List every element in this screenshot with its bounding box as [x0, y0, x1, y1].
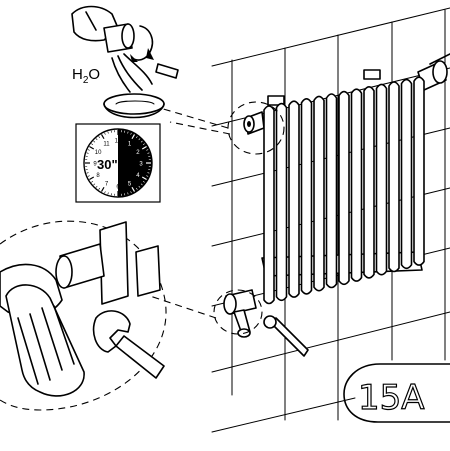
radiator-tube — [414, 77, 424, 265]
radiator-icon — [244, 54, 450, 304]
timer-dial-number: 12 — [115, 139, 122, 145]
radiator-tube — [389, 82, 399, 272]
bleed-detail: H2O — [72, 7, 178, 118]
water-label-o: O — [88, 66, 100, 83]
radiator-tube — [277, 104, 287, 301]
radiator-tube — [327, 94, 337, 288]
bleed-valve-icon — [244, 112, 264, 134]
radiator-tube — [289, 101, 299, 297]
radiator-lower-valve — [224, 290, 256, 337]
valve-detail — [0, 222, 164, 396]
radiator-tube — [314, 96, 324, 290]
radiator-tube — [352, 89, 362, 281]
timer-dial-number: 10 — [95, 150, 102, 156]
wrench-icon — [94, 311, 164, 378]
step-badge: 15A — [344, 364, 450, 422]
radiator-tube — [364, 87, 374, 278]
timer-dial-number: 11 — [103, 142, 110, 148]
radiator-tube — [402, 80, 412, 269]
step-label: 15A — [358, 378, 425, 418]
water-label-h: H — [72, 66, 83, 83]
water-label: H2O — [72, 66, 100, 86]
timer-label: 30" — [97, 157, 118, 172]
small-wrench-icon — [264, 316, 308, 356]
radiator-tube — [302, 99, 312, 294]
radiator-tube — [377, 84, 387, 274]
radiator-tube — [339, 92, 349, 285]
radiator-tube — [264, 106, 274, 304]
